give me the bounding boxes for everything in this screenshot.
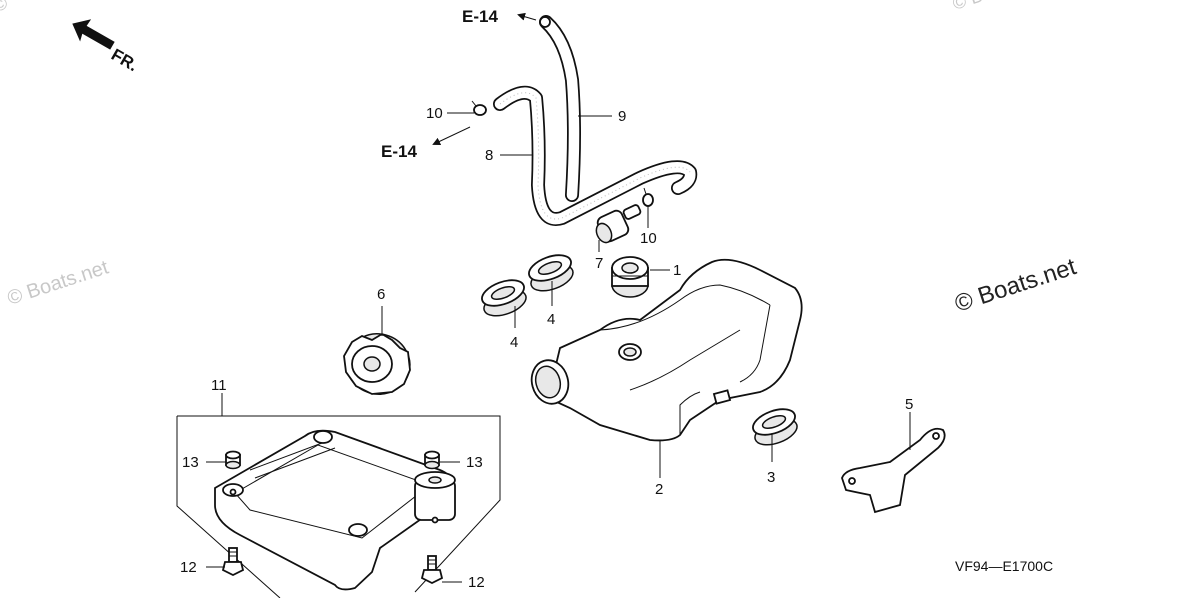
watermark-left: © Boats.net — [5, 256, 112, 309]
callout-11: 11 — [211, 377, 227, 394]
callout-8: 8 — [485, 147, 493, 164]
callout-10-upper: 10 — [426, 105, 443, 122]
part-7-fuel-joint — [595, 204, 642, 244]
part-4-grommet-lower — [481, 279, 527, 317]
part-10-hose-clip-lower — [642, 187, 654, 207]
part-2-fuel-tank — [530, 258, 803, 442]
watermark-top-right-fragment: © B — [950, 0, 985, 14]
part-12-bolt-left — [221, 547, 245, 577]
watermark-right: © Boats.net — [952, 253, 1080, 318]
watermark-top-left-fragment: © — [0, 0, 10, 16]
callout-9: 9 — [618, 108, 626, 125]
callout-10-lower: 10 — [640, 230, 657, 247]
callout-13-left: 13 — [182, 454, 199, 471]
callout-2: 2 — [655, 481, 663, 498]
front-arrow-icon — [72, 19, 115, 50]
part-10-hose-clip-upper — [471, 100, 487, 116]
callout-6: 6 — [377, 286, 385, 303]
part-4-grommet-upper — [528, 254, 574, 292]
reference-e14-middle: E-14 — [381, 126, 471, 161]
callout-3: 3 — [767, 469, 775, 486]
part-5-tank-stay — [841, 427, 946, 514]
callout-12-right: 12 — [468, 574, 485, 591]
front-label: FR. — [108, 45, 141, 75]
callout-7: 7 — [595, 255, 603, 272]
callout-5: 5 — [905, 396, 913, 413]
part-13-collar-left — [225, 450, 241, 470]
callout-4-upper: 4 — [547, 311, 555, 328]
part-13-collar-right — [424, 450, 440, 470]
callout-4-lower: 4 — [510, 334, 518, 351]
reference-e14-top: E-14 — [462, 7, 537, 26]
callout-13-right: 13 — [466, 454, 483, 471]
part-11-tank-tray — [176, 415, 501, 598]
reference-e14-top-label: E-14 — [462, 7, 498, 26]
callout-leaders — [206, 112, 911, 583]
front-direction-indicator: FR. — [72, 19, 141, 75]
part-8-fuel-hose — [493, 85, 698, 226]
part-6-fuel-cap — [343, 332, 411, 395]
diagram-code: VF94—E1700C — [955, 558, 1053, 574]
part-12-bolt-right — [420, 555, 444, 585]
part-9-vent-hose — [539, 15, 581, 202]
callout-12-left: 12 — [180, 559, 197, 576]
part-1-grommet — [611, 256, 649, 298]
part-3-grommet — [752, 408, 798, 446]
reference-e14-middle-label: E-14 — [381, 142, 417, 161]
callout-1: 1 — [673, 262, 681, 279]
